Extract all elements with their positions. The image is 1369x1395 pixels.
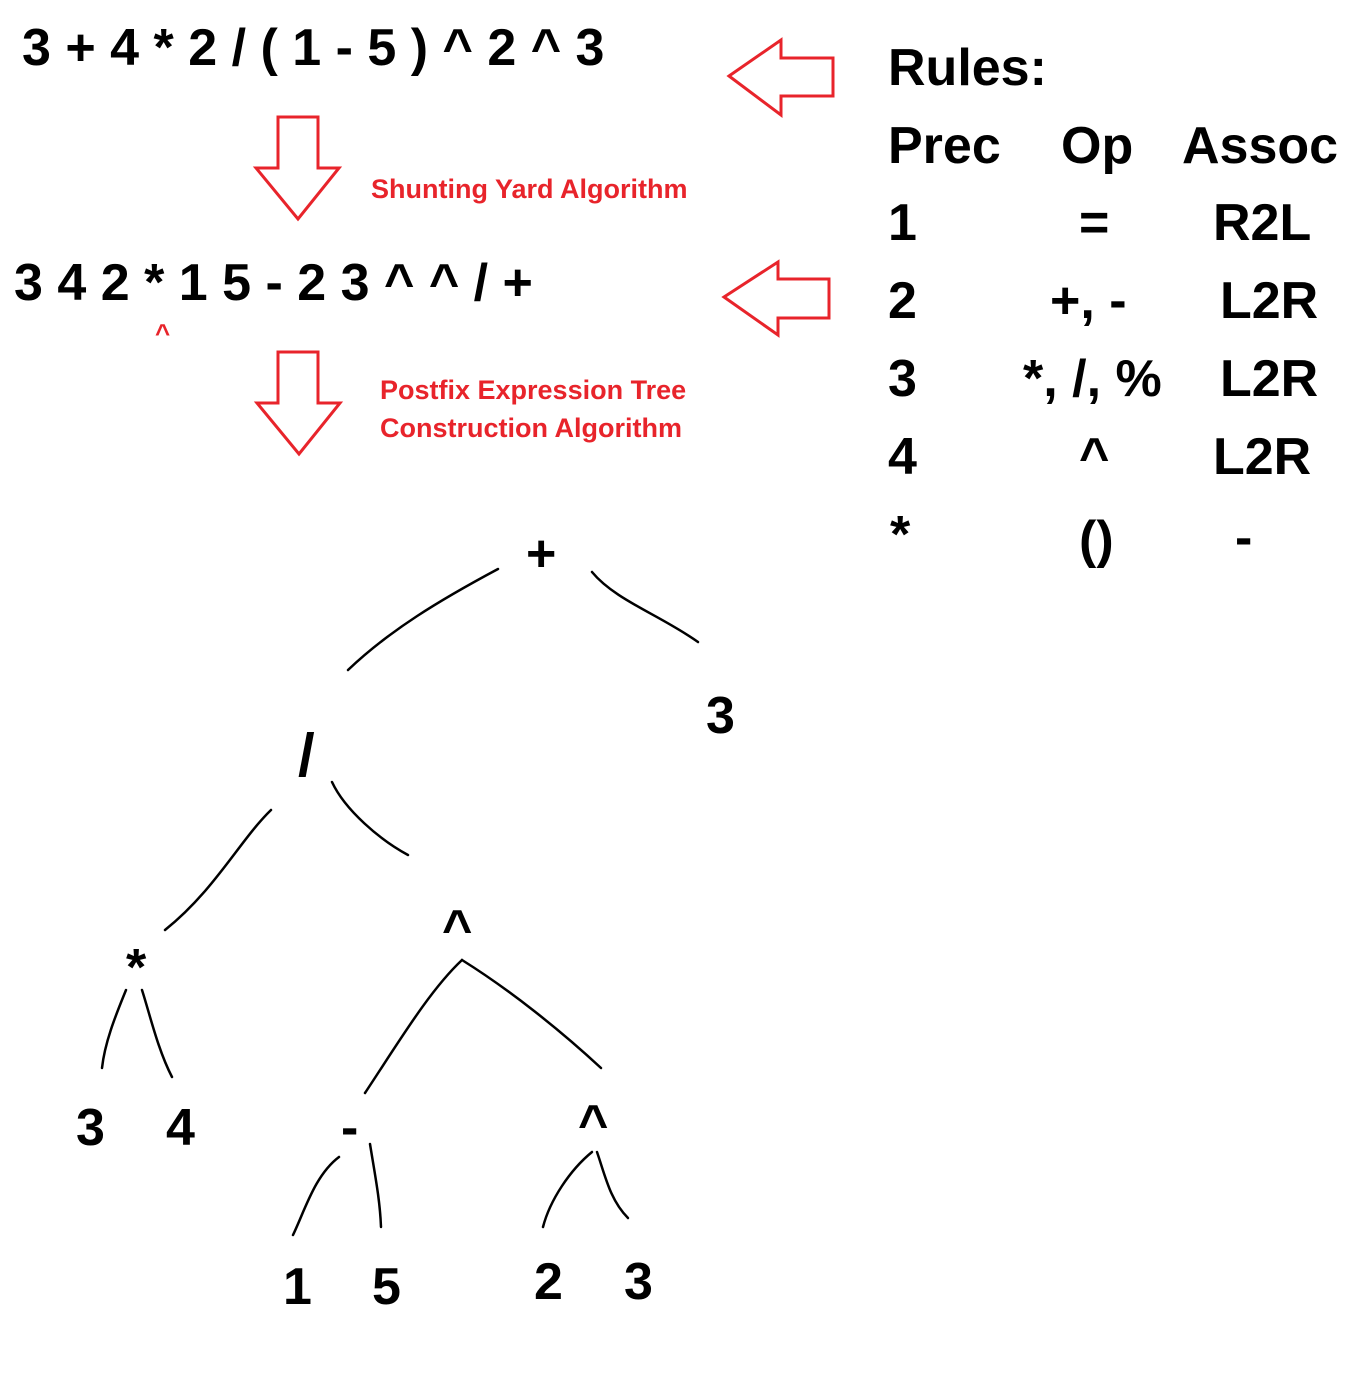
tree-node-leaf-3: 3: [76, 1099, 105, 1157]
edge-mul-4: [140, 988, 174, 1079]
edge-div-pow: [330, 780, 410, 857]
rules-row-1-assoc: R2L: [1213, 194, 1312, 252]
left-arrow-icon-postfix: [721, 259, 831, 338]
edge-mul-3: [100, 988, 128, 1070]
edge-div-mul: [163, 808, 273, 932]
tree-node-leaf-4: 4: [166, 1099, 195, 1157]
rules-title: Rules:: [888, 39, 1047, 97]
rules-row-5-op: (): [1079, 511, 1114, 569]
rules-row-2-assoc: L2R: [1220, 272, 1319, 330]
rules-row-2-op: +, -: [1050, 272, 1127, 330]
rules-row-2-prec: 2: [888, 272, 917, 330]
down-arrow-icon-tree: [253, 350, 344, 457]
postfix-caret-mark: ^: [155, 318, 171, 348]
tree-node-power-1: ^: [442, 900, 473, 958]
rules-row-5-assoc: -: [1235, 509, 1253, 567]
down-arrow-icon-shunting: [252, 115, 343, 222]
edge-pow2-2: [541, 1150, 594, 1229]
tree-node-root-plus: +: [526, 525, 557, 583]
rules-header-op: Op: [1061, 117, 1134, 175]
edge-minus-1: [291, 1155, 341, 1237]
caption-tree-line2: Construction Algorithm: [380, 413, 682, 443]
rules-row-4-prec: 4: [888, 428, 917, 486]
rules-row-3-op: *, /, %: [1023, 350, 1162, 408]
postfix-expression: 3 4 2 * 1 5 - 2 3 ^ ^ / +: [14, 254, 533, 312]
infix-expression: 3 + 4 * 2 / ( 1 - 5 ) ^ 2 ^ 3: [22, 19, 605, 77]
edge-root-3: [590, 570, 700, 644]
tree-node-minus: -: [341, 1099, 359, 1157]
tree-node-power-2: ^: [578, 1095, 609, 1153]
caption-tree-line1: Postfix Expression Tree: [380, 375, 687, 405]
edge-pow-minus: [363, 958, 464, 1095]
tree-node-leaf-2: 2: [534, 1253, 563, 1311]
rules-row-1-prec: 1: [888, 194, 917, 252]
tree-node-leaf-3-right: 3: [706, 687, 735, 745]
tree-node-leaf-1: 1: [283, 1258, 312, 1316]
rules-header-assoc: Assoc: [1182, 117, 1339, 175]
tree-node-leaf-5: 5: [372, 1258, 401, 1316]
edge-minus-5: [368, 1142, 383, 1229]
edge-root-div: [346, 567, 500, 672]
rules-row-3-assoc: L2R: [1220, 350, 1319, 408]
tree-node-multiply: *: [126, 939, 147, 997]
rules-row-1-op: =: [1079, 194, 1110, 252]
tree-node-leaf-3b: 3: [624, 1253, 653, 1311]
rules-header-prec: Prec: [888, 117, 1001, 175]
caption-shunting-yard: Shunting Yard Algorithm: [371, 174, 688, 204]
edge-pow-pow: [460, 958, 603, 1070]
rules-row-5-prec: *: [890, 506, 911, 564]
edge-pow2-3: [595, 1150, 630, 1220]
left-arrow-icon-infix: [726, 37, 835, 118]
rules-row-4-op: ^: [1079, 428, 1110, 486]
rules-row-4-assoc: L2R: [1213, 428, 1312, 486]
rules-row-3-prec: 3: [888, 350, 917, 408]
tree-node-divide: /: [298, 722, 315, 789]
